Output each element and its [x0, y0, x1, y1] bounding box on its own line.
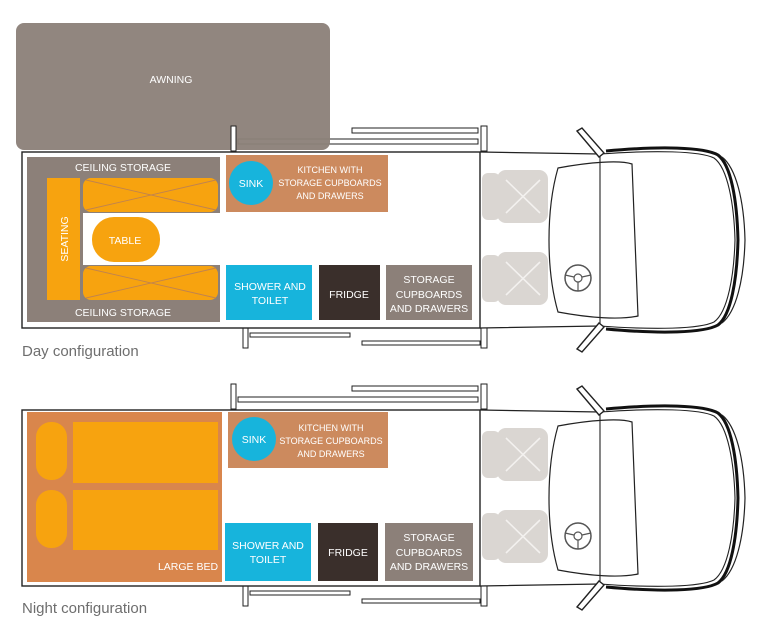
side-mirror [575, 385, 606, 416]
front-edge-line [721, 414, 746, 582]
door-rail-end [480, 327, 488, 349]
mattress [73, 490, 218, 550]
door-rail-end [480, 125, 488, 152]
large-bed-label: LARGE BED [158, 561, 219, 573]
seating-cushion [47, 178, 80, 300]
storage-label: CUPBOARDS [396, 289, 463, 301]
bumper-outline [605, 146, 740, 334]
sliding-door-rail [361, 598, 481, 604]
fridge [319, 265, 380, 320]
shower-label: TOILET [250, 554, 287, 566]
shower-label: TOILET [252, 295, 289, 307]
dashboard-outline [548, 419, 639, 577]
driver-seat [482, 510, 548, 563]
shower-toilet [226, 265, 312, 320]
pillow [36, 422, 67, 480]
sink-label: SINK [242, 434, 267, 446]
storage-label: STORAGE [403, 532, 454, 544]
storage-label: AND DRAWERS [390, 561, 468, 573]
storage-label: CUPBOARDS [396, 547, 463, 559]
door-rail-end [230, 125, 237, 152]
storage-label: STORAGE [403, 274, 454, 286]
fridge-label: FRIDGE [328, 547, 368, 559]
van-cab [479, 127, 746, 353]
sliding-door-rail [249, 590, 351, 596]
bench-cushion-bottom [83, 266, 218, 300]
kitchen-label: AND DRAWERS [297, 449, 364, 459]
dashboard-outline [548, 161, 639, 319]
sliding-door-rail [249, 332, 351, 338]
hood-outline [599, 151, 736, 329]
night-caption: Night configuration [22, 600, 147, 617]
shower-label: SHOWER AND [232, 540, 304, 552]
fridge-label: FRIDGE [329, 289, 369, 301]
cab-side-lines [479, 409, 601, 587]
bumper-outline [605, 404, 740, 592]
passenger-seat [482, 170, 548, 223]
door-rail-end [242, 327, 249, 349]
passenger-seat [482, 428, 548, 481]
steering-wheel-icon [564, 522, 592, 550]
sliding-door-rail [351, 385, 479, 392]
driver-seat [482, 252, 548, 305]
kitchen-label: KITCHEN WITH [299, 423, 364, 433]
door-rail-end [242, 585, 249, 607]
table [92, 217, 160, 262]
van-cab [479, 385, 746, 611]
kitchen-label: STORAGE CUPBOARDS [278, 178, 381, 188]
kitchen-label: STORAGE CUPBOARDS [279, 436, 382, 446]
day-caption: Day configuration [22, 343, 139, 360]
shower-label: SHOWER AND [234, 281, 306, 293]
sink [229, 161, 273, 205]
front-edge-line [721, 156, 746, 324]
door-rail-end [230, 383, 237, 410]
day-configuration: AWNING [16, 23, 746, 360]
door-rail-end [480, 383, 488, 410]
side-mirror [575, 322, 606, 353]
cab-side-lines [479, 151, 601, 329]
steering-wheel-icon [564, 264, 592, 292]
awning-label: AWNING [150, 74, 193, 86]
ceiling-storage-label: CEILING STORAGE [75, 162, 171, 174]
mattress [73, 422, 218, 483]
pillow [36, 490, 67, 548]
sliding-door-rail [237, 396, 479, 403]
table-label: TABLE [109, 235, 141, 247]
door-rail-end [480, 585, 488, 607]
night-configuration: LARGE BED SINK KITCHEN WITH STORAGE CUPB… [21, 383, 746, 617]
sliding-door-rail [351, 127, 479, 134]
sink [232, 417, 276, 461]
hood-outline [599, 409, 736, 587]
bench-cushion-top [83, 178, 218, 212]
seating-label: SEATING [59, 216, 71, 261]
awning [16, 23, 330, 150]
ceiling-storage-label: CEILING STORAGE [75, 307, 171, 319]
kitchen-label: AND DRAWERS [296, 191, 363, 201]
kitchen-label: KITCHEN WITH [298, 165, 363, 175]
shower-toilet [225, 523, 311, 581]
sliding-door-rail [361, 340, 481, 346]
storage-cupboards [385, 523, 473, 581]
storage-cupboards [386, 265, 472, 320]
sink-label: SINK [239, 178, 264, 190]
side-mirror [575, 580, 606, 611]
storage-label: AND DRAWERS [390, 303, 468, 315]
side-mirror [575, 127, 606, 158]
fridge [318, 523, 378, 581]
